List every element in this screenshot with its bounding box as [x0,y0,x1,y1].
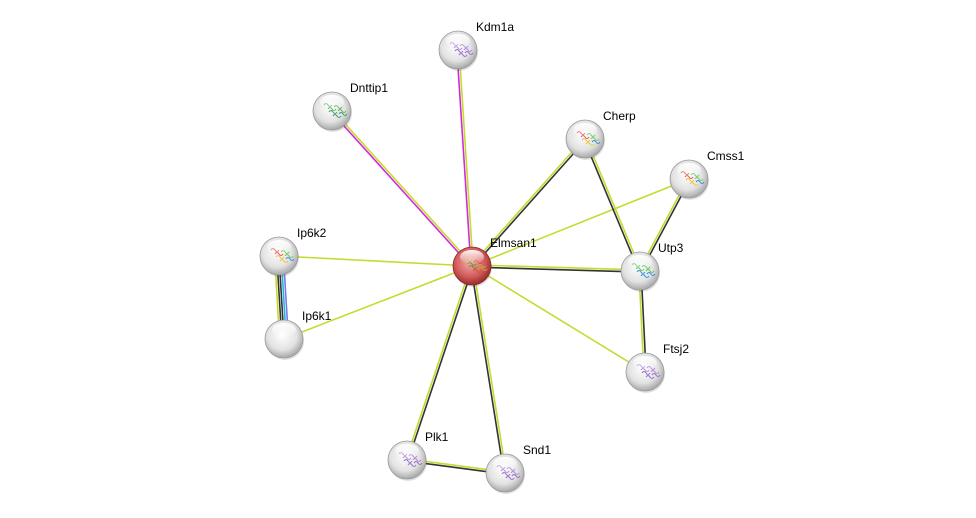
node-plk1[interactable]: Plk1 [387,430,449,481]
edge-evidence-line [407,266,474,461]
node-highlight [395,444,419,458]
edge-evidence-line [458,49,474,266]
edge-evidence-line [471,178,690,267]
node-label: Cherp [603,109,636,123]
edge-elmsan1-utp3[interactable] [471,264,641,273]
node-label: Snd1 [523,443,551,457]
node-label: Ip6k2 [297,226,327,240]
edge-elmsan1-dnttip1[interactable] [330,109,474,268]
edge-evidence-line [283,265,473,340]
edge-cherp-utp3[interactable] [583,138,642,272]
node-ip6k1[interactable]: Ip6k1 [264,309,332,360]
edge-evidence-line [278,255,473,267]
node-label: Ftsj2 [663,342,689,356]
node-highlight [573,123,597,137]
edge-evidence-line [456,50,472,267]
node-highlight [628,255,652,269]
node-snd1[interactable]: Snd1 [485,443,551,494]
edge-evidence-line [470,137,585,266]
edge-elmsan1-plk1[interactable] [405,265,474,461]
edge-elmsan1-cmss1[interactable] [471,178,690,267]
node-highlight [460,250,484,264]
node-label: Kdm1a [476,20,514,34]
edge-elmsan1-ip6k2[interactable] [278,255,473,267]
node-ip6k2[interactable]: Ip6k2 [259,226,327,277]
node-kdm1a[interactable]: Kdm1a [438,20,514,71]
node-highlight [267,240,291,254]
edge-elmsan1-snd1[interactable] [470,265,507,474]
edge-elmsan1-ftsj2[interactable] [471,265,646,373]
node-cherp[interactable]: Cherp [565,109,636,160]
edge-evidence-line [471,266,640,273]
edge-elmsan1-ip6k1[interactable] [283,265,473,340]
edge-evidence-line [472,264,641,271]
edge-evidence-line [330,111,472,268]
node-label: Ip6k1 [302,309,332,323]
edge-evidence-line [405,265,472,460]
node-cmss1[interactable]: Cmss1 [669,149,745,200]
node-label: Dnttip1 [350,81,388,95]
node-label: Elmsan1 [490,236,537,250]
node-label: Utp3 [658,241,684,255]
node-highlight [446,34,470,48]
node-ftsj2[interactable]: Ftsj2 [625,342,689,393]
edge-evidence-line [472,265,507,473]
node-utp3[interactable]: Utp3 [620,241,684,292]
edge-elmsan1-cherp[interactable] [470,137,587,268]
edge-evidence-line [583,139,640,272]
edge-elmsan1-kdm1a[interactable] [456,49,474,267]
edge-evidence-line [332,109,474,266]
node-highlight [633,356,657,370]
node-dnttip1[interactable]: Dnttip1 [312,81,388,132]
edge-evidence-line [472,139,587,268]
node-label: Plk1 [425,430,449,444]
node-elmsan1[interactable]: Elmsan1 [452,236,537,287]
edge-evidence-line [585,138,642,271]
node-label: Cmss1 [707,149,745,163]
node-highlight [320,95,344,109]
node-highlight [677,163,701,177]
edge-evidence-line [470,266,505,474]
edge-evidence-line [471,265,646,373]
node-highlight [272,323,296,337]
node-highlight [493,457,517,471]
